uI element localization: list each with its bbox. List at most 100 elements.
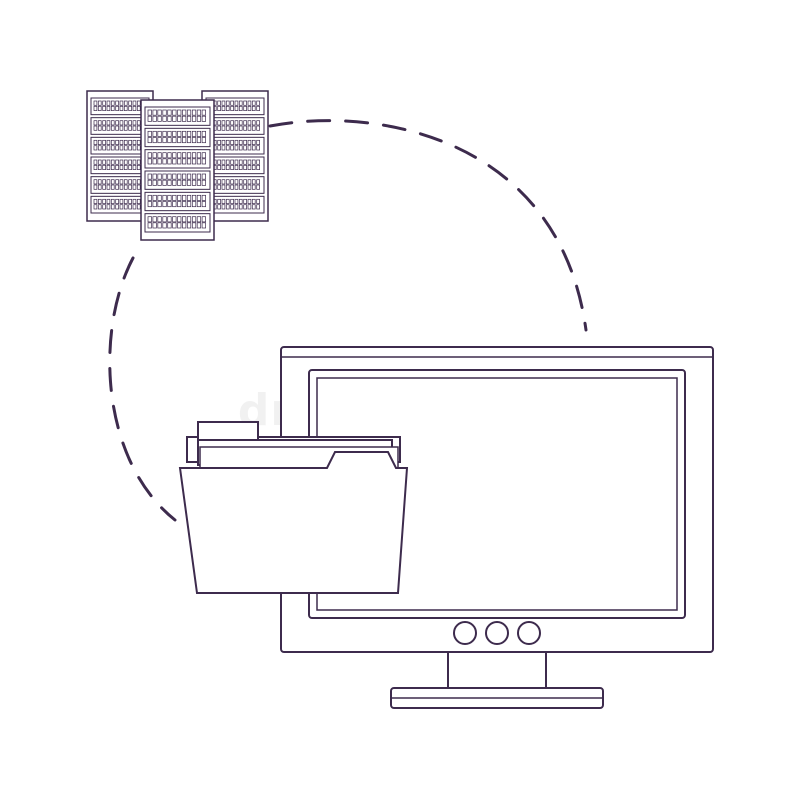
rack-led [147,115,152,122]
rack-led [196,152,202,159]
rack-led [123,179,128,185]
rack-led [247,179,252,185]
rack-led [247,125,252,131]
rack-led [128,159,132,165]
rack-led [201,158,206,165]
rack-led [106,120,111,126]
rack-led [196,201,202,208]
rack-led [157,179,162,186]
rack-led [128,164,132,170]
rack-led [230,164,234,170]
rack-led [196,109,202,116]
rack-led [119,204,124,210]
rack-led [119,105,124,111]
rack-led [128,145,132,151]
rack-led [97,184,102,190]
rack-led [182,201,187,208]
rack-led [128,179,132,185]
rack-led [152,222,157,229]
rack-led [182,179,187,186]
rack-led [191,152,197,159]
rack-led [196,173,202,180]
rack-led [162,179,167,186]
rack-led [182,173,187,180]
rack-led [147,130,152,137]
rack-led [115,145,119,151]
rack-led [251,145,256,151]
rack-led [177,130,182,137]
folder-paper-back [197,421,259,441]
rack-led [157,201,162,208]
rack-led [110,198,115,204]
rack-led [217,184,221,190]
rack-led [247,164,252,170]
rack-led [115,139,119,145]
rack-led [225,139,230,145]
rack-led [196,137,202,144]
rack-led [217,125,221,131]
rack-led [167,109,172,116]
rack-led [136,120,141,126]
rack-led [147,109,152,116]
rack-led [132,159,137,165]
rack-led [119,120,124,126]
server-rack-icon [86,90,269,241]
rack-led [186,130,192,137]
monitor-button-icon [453,621,477,645]
rack-led [182,158,187,165]
rack-led [186,179,192,186]
rack-led [191,115,197,122]
rack-led [123,184,128,190]
rack-led [132,198,137,204]
rack-led [147,201,152,208]
rack-led [217,159,221,165]
server-rack-right [201,90,269,222]
rack-led [221,120,226,126]
rack-led [162,137,167,144]
rack-led [243,198,247,204]
rack-led [97,120,102,126]
rack-led [230,120,234,126]
rack-led [152,201,157,208]
rack-led [128,139,132,145]
rack-led [110,120,115,126]
rack-led [186,173,192,180]
rack-led [182,130,187,137]
rack-led [147,179,152,186]
rack-led [172,137,177,144]
rack-led [247,184,252,190]
rack-led [238,139,243,145]
rack-led [234,198,239,204]
rack-led [177,109,182,116]
rack-led [186,216,192,223]
rack-led [221,105,226,111]
rack-led [123,145,128,151]
rack-led [238,125,243,131]
rack-led [172,115,177,122]
rack-led [162,216,167,223]
rack-led [123,164,128,170]
rack-led [167,201,172,208]
rack-led [136,204,141,210]
rack-led [225,125,230,131]
rack-led [136,164,141,170]
rack-led [119,184,124,190]
rack-led [167,137,172,144]
rack-led [238,120,243,126]
rack-led [251,179,256,185]
rack-led [97,100,102,106]
rack-led [93,105,98,111]
rack-led [136,198,141,204]
rack-led [256,145,260,151]
rack-led [230,100,234,106]
rack-led [217,139,221,145]
rack-led [247,145,252,151]
rack-led [256,159,260,165]
rack-led [182,216,187,223]
rack-led [247,139,252,145]
rack-led [102,139,106,145]
rack-led [136,159,141,165]
rack-led [256,198,260,204]
rack-led [136,139,141,145]
